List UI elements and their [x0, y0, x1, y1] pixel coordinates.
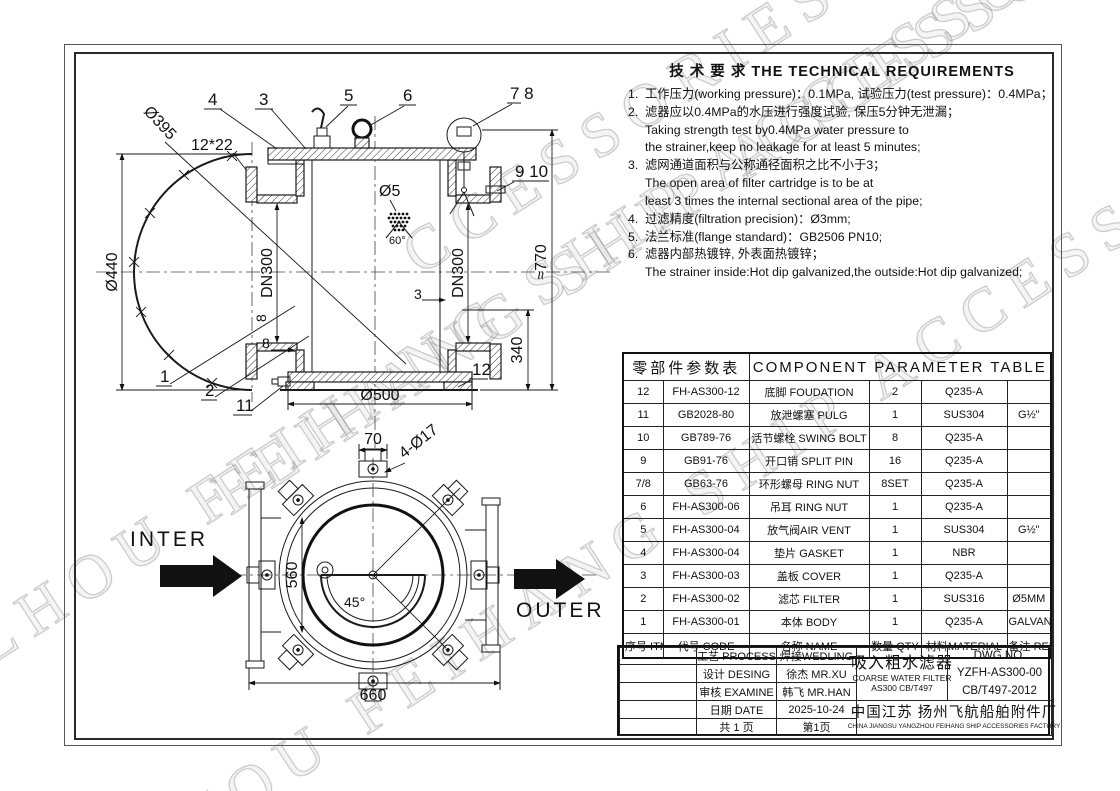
dim-lug-holes: 4-Ø17 [396, 421, 442, 462]
factory-name-en: CHINA JIANGSU YANGZHOU FEIHANG SHIP ACCE… [847, 722, 1061, 730]
tech-line: Taking strength test by0.4MPa water pres… [645, 122, 909, 137]
tech-line: the strainer,keep no leakage for at leas… [645, 140, 921, 155]
examine-label: 审核 EXAMINE [696, 682, 777, 701]
examine-value: 韩飞 MR.HAN [776, 682, 857, 701]
product-name-cn: 吸入粗水滤器 [851, 654, 954, 672]
sheet-border-outer [64, 44, 1062, 746]
dim-bolt-circle: Ø395 [140, 103, 179, 143]
dim-nozzle-right: DN300 [450, 248, 467, 298]
sheet-border-inner [74, 52, 1054, 740]
dim-nozzle-left: DN300 [259, 248, 276, 298]
tech-line: The strainer inside:Hot dip galvanized,t… [645, 265, 1023, 280]
dim-body-width: 560 [284, 562, 301, 589]
product-name-en: COARSE WATER FILTER [852, 673, 952, 683]
product-model: AS300 CB/T497 [871, 683, 933, 694]
dwg-label: DWG.NO. [973, 650, 1026, 663]
table-title-en: COMPONENT PARAMETER TABLE [748, 352, 1052, 381]
tech-line: 6.滤器内部热镀锌, 外表面热镀锌； [628, 247, 824, 262]
total-pages-label: 共 1 页 [696, 718, 777, 736]
tech-line: The open area of filter cartridge is to … [645, 176, 874, 191]
dim-flange-od: Ø440 [104, 252, 121, 291]
air-vent [311, 107, 331, 149]
dim-mesh-angle: 60° [389, 235, 406, 247]
design-value: 徐杰 MR.XU [776, 664, 857, 683]
callout-4: 4 [208, 90, 217, 109]
callout-2: 2 [205, 381, 214, 400]
dim-base-dia: Ø500 [360, 387, 399, 404]
title-block-cell [619, 682, 697, 701]
title-block-cell [619, 647, 697, 665]
callout-5: 5 [344, 86, 353, 105]
page-number: 第1页 [776, 718, 857, 736]
tech-line: 3.滤网通道面积与公称通径面积之比不小于3； [628, 158, 886, 173]
inlet-label: INTER [130, 528, 208, 551]
callout-11: 11 [236, 396, 254, 415]
table-title-row: 零部件参数表 COMPONENT PARAMETER TABLE [622, 352, 1052, 381]
title-block-cell [619, 664, 697, 683]
bolt-hole-marks [128, 150, 238, 389]
dim-mesh-hole: Ø5 [379, 183, 400, 200]
callout-6: 6 [403, 86, 412, 105]
design-label: 设计 DESING [696, 664, 777, 683]
dwg-number: YZFH-AS300-00 [956, 667, 1042, 680]
callout-8-wall: 8 [262, 335, 270, 351]
dim-clearance: 3 [414, 286, 422, 302]
title-block-cell [619, 700, 697, 719]
dim-angle: 45° [344, 594, 365, 610]
process-value: 焊接WEDLING [776, 647, 857, 665]
dim-overall-len: 660 [360, 687, 387, 704]
factory-name-cn: 中国江苏 扬州飞航船舶附件厂 [850, 705, 1058, 722]
date-label: 日期 DATE [696, 700, 777, 719]
product-title-cell: 吸入粗水滤器 COARSE WATER FILTER AS300 CB/T497 [851, 647, 952, 701]
dwg-standard: CB/T497-2012 [962, 684, 1037, 697]
title-block: 工艺 PROCESS 设计 DESING 审核 EXAMINE 日期 DATE … [617, 645, 1060, 736]
process-label: 工艺 PROCESS [696, 647, 777, 665]
outlet-arrow-icon [514, 559, 585, 599]
title-block-cell [619, 718, 697, 736]
dim-height-mid: 340 [509, 337, 526, 364]
table-title-cn: 零部件参数表 [622, 352, 750, 381]
dim-wall-left: 8 [253, 314, 269, 322]
tech-line: 4.过滤精度(filtration precision)：Ø3mm; [628, 211, 851, 226]
tech-line: 2.滤器应以0.4MPa的水压进行强度试验, 保压5分钟无泄漏； [628, 104, 960, 119]
dim-lug-width: 70 [364, 431, 382, 448]
outlet-label: OUTER [516, 599, 605, 622]
tech-line: least 3 times the internal sectional are… [645, 193, 923, 208]
eyebolt [351, 118, 373, 149]
technical-requirements: 技 术 要 求 THE TECHNICAL REQUIREMENTS 1.工作压… [628, 60, 1056, 282]
dwg-number-cell: DWG.NO. YZFH-AS300-00 CB/T497-2012 [947, 647, 1052, 701]
dim-height-total: ≈770 [533, 244, 550, 280]
inlet-arrow-icon [160, 555, 242, 597]
date-value: 2025-10-24 [776, 700, 857, 719]
callout-7-8: 7 8 [510, 84, 534, 103]
dim-flange-holes: 12*22 [191, 137, 233, 154]
plan-view: 45° 4-Ø17 70 560 [130, 421, 605, 704]
callout-1: 1 [160, 367, 169, 386]
tech-line: 5.法兰标准(flange standard)：GB2506 PN10; [628, 229, 883, 244]
callout-3: 3 [259, 90, 268, 109]
callout-9-10: 9 10 [515, 162, 548, 181]
mesh-dots [387, 212, 411, 232]
factory-cell: 中国江苏 扬州飞航船舶附件厂 CHINA JIANGSU YANGZHOU FE… [848, 700, 1060, 736]
callout-12: 12 [472, 360, 491, 379]
swing-bolt [446, 117, 482, 217]
tech-requirements-title: 技 术 要 求 THE TECHNICAL REQUIREMENTS [669, 64, 1015, 80]
section-view: Ø440 Ø395 12*22 DN300 8 [96, 84, 612, 448]
tech-line: 1.工作压力(working pressure)：0.1MPa, 试验压力(te… [628, 87, 1053, 101]
